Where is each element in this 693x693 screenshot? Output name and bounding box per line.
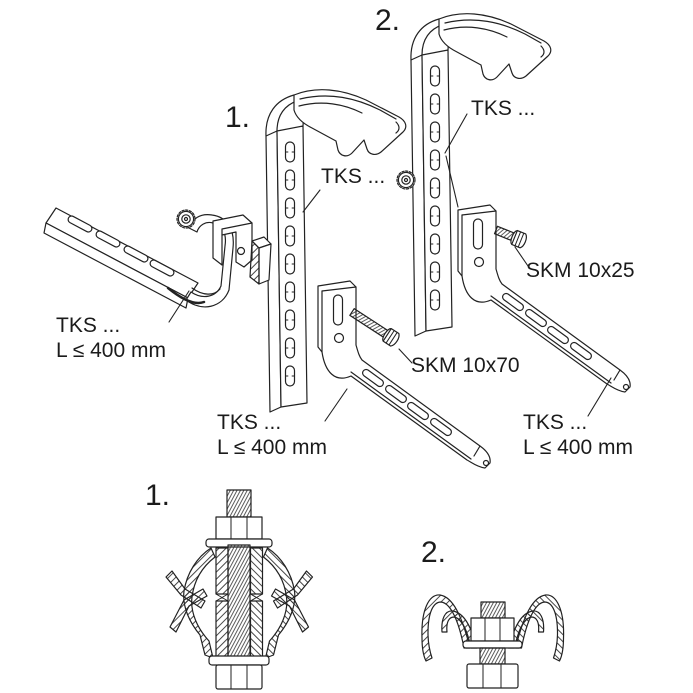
leader-assembly1-arm <box>324 388 348 422</box>
left-rail-label: TKS ... L ≤ 400 mm <box>56 313 166 363</box>
assembly2-bolt-skm10x25-drawing <box>492 222 529 250</box>
assembly1-bolt-label: SKM 10x70 <box>411 354 520 377</box>
detail1-number: 1. <box>145 479 171 512</box>
wall-rail-drawing <box>43 207 272 309</box>
detail1-claw-fixing-drawing <box>165 489 314 690</box>
detail2-claw-nut-drawing <box>421 594 565 689</box>
step1-number: 1. <box>225 101 251 134</box>
step2-number: 2. <box>375 4 401 37</box>
leader-assembly1-channel <box>302 189 321 213</box>
leader-assembly2-arm <box>587 377 612 417</box>
leader-assembly2-channel <box>444 113 468 208</box>
assembly2-arm-label: TKS ... L ≤ 400 mm <box>523 410 633 460</box>
assembly2-arm-label-line1: TKS ... <box>523 411 588 434</box>
assembly2-arm-label-line2: L ≤ 400 mm <box>523 436 633 459</box>
leader-lines <box>168 113 612 422</box>
assembly1-arm-label-line2: L ≤ 400 mm <box>217 436 327 459</box>
leader-left-rail <box>168 290 190 323</box>
assembly1-arm-label-line1: TKS ... <box>217 411 282 434</box>
clamp-plate-drawing <box>249 236 272 285</box>
leader-skm10x25 <box>514 246 529 267</box>
left-rail-label-line1: TKS ... <box>56 314 121 337</box>
flange-nut-middle-drawing <box>396 170 416 190</box>
assembly1-arm-label: TKS ... L ≤ 400 mm <box>217 410 327 460</box>
assembly2-channel-label: TKS ... <box>471 97 536 120</box>
clamp-bracket-drawing <box>212 214 253 268</box>
assembly1-channel-label: TKS ... <box>321 165 386 188</box>
flange-nut-left-drawing <box>176 209 196 229</box>
detail2-number: 2. <box>421 536 447 569</box>
leader-skm10x70 <box>398 348 413 364</box>
assembly2-bolt-label: SKM 10x25 <box>526 259 635 282</box>
left-rail-label-line2: L ≤ 400 mm <box>56 339 166 362</box>
